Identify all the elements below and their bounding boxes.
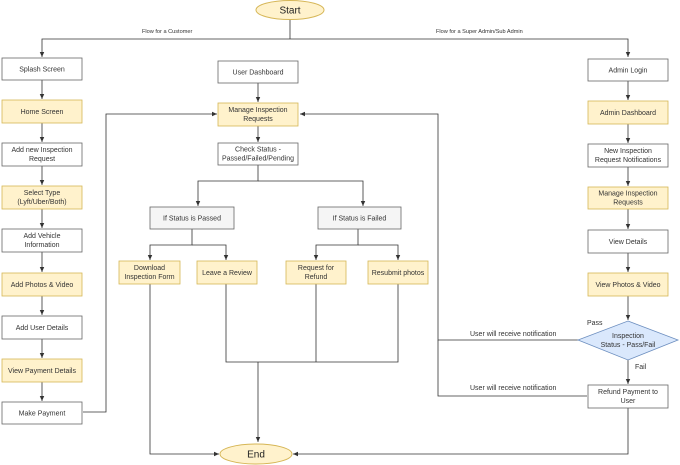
edge-decision-pass-notify xyxy=(300,111,579,341)
node-if-status-failed: If Status is Failed xyxy=(317,206,402,230)
svg-text:Splash Screen: Splash Screen xyxy=(19,67,65,74)
node-make-payment: Make Payment xyxy=(1,401,83,425)
svg-text:Leave a Review: Leave a Review xyxy=(202,270,253,277)
edge-refund-notify xyxy=(437,340,587,397)
svg-text:Requests: Requests xyxy=(613,200,643,207)
edge-review-end xyxy=(225,284,399,363)
node-splash-screen: Splash Screen xyxy=(1,57,83,81)
edge-check-split-failed xyxy=(258,180,366,206)
svg-text:Passed/Failed/Pending: Passed/Failed/Pending xyxy=(222,156,294,163)
label-fail: Fail xyxy=(635,364,647,371)
svg-text:Inspection Form: Inspection Form xyxy=(124,274,174,281)
node-add-photos-video: Add Photos & Video xyxy=(1,272,83,297)
node-add-vehicle-information: Add Vehicle Information xyxy=(1,228,83,253)
svg-text:User Dashboard: User Dashboard xyxy=(233,70,284,77)
start-label: Start xyxy=(279,6,300,17)
svg-text:Add Vehicle: Add Vehicle xyxy=(24,233,61,240)
node-manage-inspection-requests: Manage Inspection Requests xyxy=(217,102,299,127)
label-notification-fail: User will receive notification xyxy=(470,385,556,392)
svg-text:Refund: Refund xyxy=(305,274,328,281)
svg-text:Requests: Requests xyxy=(243,116,273,123)
svg-text:Information: Information xyxy=(24,242,59,249)
svg-text:User: User xyxy=(621,398,636,405)
svg-text:Home Screen: Home Screen xyxy=(21,109,64,116)
edge-refund-end xyxy=(293,408,629,457)
svg-text:New Inspection: New Inspection xyxy=(604,148,652,155)
node-add-new-inspection-request: Add new Inspection Request xyxy=(1,142,83,167)
svg-text:Admin Dashboard: Admin Dashboard xyxy=(600,110,656,117)
svg-text:View Payment Details: View Payment Details xyxy=(8,368,76,375)
svg-text:Add Photos & Video: Add Photos & Video xyxy=(11,282,74,289)
edge-failed-split xyxy=(313,229,359,260)
label-notification-pass: User will receive notification xyxy=(470,331,556,338)
node-refund-payment-to-user: Refund Payment to User xyxy=(587,384,669,409)
node-view-details: View Details xyxy=(587,229,669,254)
end-node: End xyxy=(219,443,293,465)
node-home-screen: Home Screen xyxy=(1,99,83,124)
svg-text:Request Notifications: Request Notifications xyxy=(595,157,662,164)
end-label: End xyxy=(247,450,265,461)
node-download-inspection-form: Download Inspection Form xyxy=(118,260,181,285)
node-check-status: Check Status - Passed/Failed/Pending xyxy=(217,142,299,166)
svg-text:Download: Download xyxy=(134,265,165,272)
svg-text:View Photos & Video: View Photos & Video xyxy=(595,282,660,289)
node-view-payment-details: View Payment Details xyxy=(1,358,83,383)
svg-text:Status - Pass/Fail: Status - Pass/Fail xyxy=(601,342,656,349)
edge-start-to-customer xyxy=(39,38,290,57)
edge-passed-split xyxy=(147,229,193,260)
edge-start-to-admin xyxy=(290,38,631,57)
svg-text:Check Status -: Check Status - xyxy=(235,147,282,154)
node-inspection-status-decision: Inspection Status - Pass/Fail xyxy=(576,320,680,361)
node-admin-manage-inspection-requests: Manage Inspection Requests xyxy=(587,186,669,210)
edges xyxy=(39,20,631,457)
node-resubmit-photos: Resubmit photos xyxy=(367,260,429,285)
node-leave-a-review: Leave a Review xyxy=(196,260,258,285)
node-request-for-refund: Request for Refund xyxy=(285,260,347,285)
svg-text:View Details: View Details xyxy=(609,239,648,246)
node-new-request-notifications: New Inspection Request Notifications xyxy=(587,143,669,168)
node-if-status-passed: If Status is Passed xyxy=(149,206,235,230)
svg-text:Manage Inspection: Manage Inspection xyxy=(228,107,287,114)
svg-text:Request: Request xyxy=(29,156,55,163)
label-pass: Pass xyxy=(587,320,603,327)
node-admin-login: Admin Login xyxy=(587,58,669,82)
svg-text:Request for: Request for xyxy=(298,265,335,272)
node-add-user-details: Add User Details xyxy=(1,315,83,340)
svg-text:Add User Details: Add User Details xyxy=(16,325,69,332)
svg-text:Admin Login: Admin Login xyxy=(609,68,648,75)
edge-check-split xyxy=(195,165,259,206)
edge-download-end xyxy=(149,284,219,457)
svg-text:(Lyft/Uber/Both): (Lyft/Uber/Both) xyxy=(17,199,66,206)
edge-passed-review xyxy=(192,244,229,260)
svg-text:If Status is Passed: If Status is Passed xyxy=(163,216,221,223)
node-user-dashboard: User Dashboard xyxy=(217,60,299,84)
edge-make-payment-manage xyxy=(83,111,217,413)
svg-text:Manage Inspection: Manage Inspection xyxy=(598,191,657,198)
node-admin-dashboard: Admin Dashboard xyxy=(587,100,669,125)
node-view-photos-video: View Photos & Video xyxy=(587,272,669,297)
svg-text:Add new Inspection: Add new Inspection xyxy=(11,147,72,154)
svg-text:Make Payment: Make Payment xyxy=(19,411,66,418)
label-admin-flow: Flow for a Super Admin/Sub Admin xyxy=(436,29,523,35)
start-node: Start xyxy=(255,0,325,20)
svg-text:Inspection: Inspection xyxy=(612,333,644,340)
svg-text:Refund Payment to: Refund Payment to xyxy=(598,389,658,396)
svg-text:If Status is Failed: If Status is Failed xyxy=(333,216,387,223)
svg-text:Resubmit photos: Resubmit photos xyxy=(372,270,425,277)
label-customer-flow: Flow for a Customer xyxy=(142,29,192,35)
node-select-type: Select Type (Lyft/Uber/Both) xyxy=(1,185,83,210)
edge-failed-resubmit xyxy=(358,244,401,260)
svg-text:Select Type: Select Type xyxy=(24,190,61,197)
